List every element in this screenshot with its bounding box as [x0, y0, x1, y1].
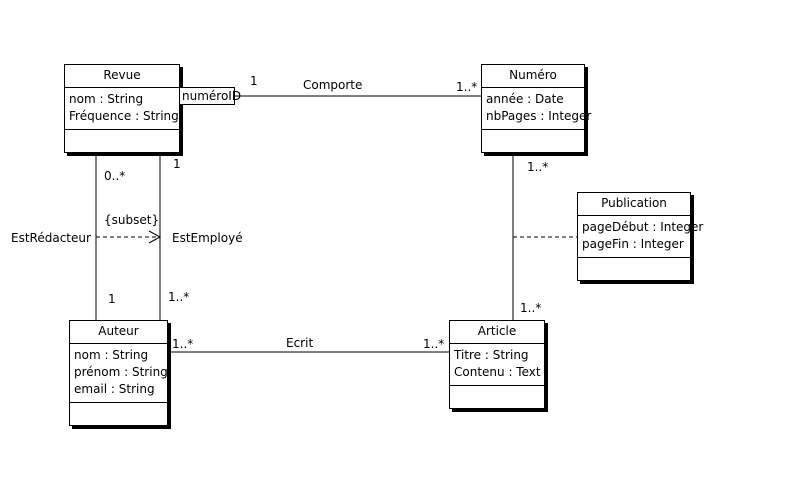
attribute: nom : String [74, 348, 149, 362]
est-employe-label: EstEmployé [172, 231, 243, 245]
est-redacteur-mult-revue: 0..* [104, 169, 126, 183]
class-article-name: Article [450, 321, 544, 344]
est-redacteur-mult-auteur: 1 [108, 292, 116, 306]
attribute: Contenu : Text [454, 365, 541, 379]
subset-arrowhead [148, 230, 162, 244]
est-redacteur-label: EstRédacteur [11, 231, 91, 245]
class-publication-attributes: pageDébut : Integer pageFin : Integer [578, 216, 704, 258]
comporte-label: Comporte [303, 78, 363, 92]
class-auteur[interactable]: Auteur nom : String prénom : String emai… [69, 320, 168, 426]
comporte-mult-revue: 1 [250, 74, 258, 88]
ecrit-label: Ecrit [286, 336, 314, 350]
class-article-attributes: Titre : String Contenu : Text [450, 344, 544, 386]
class-auteur-attributes: nom : String prénom : String email : Str… [70, 344, 168, 403]
comporte-mult-numero: 1..* [456, 80, 478, 94]
class-revue-attributes: nom : String Fréquence : String [65, 88, 179, 130]
class-numero[interactable]: Numéro année : Date nbPages : Integer [481, 64, 592, 153]
est-employe-mult-revue: 1 [173, 157, 181, 171]
ecrit-mult-auteur: 1..* [172, 337, 194, 351]
attribute: Fréquence : String [69, 109, 179, 123]
class-auteur-name: Auteur [70, 321, 167, 344]
attribute: prénom : String [74, 365, 168, 379]
qualifier-numero-id: numéroID [179, 87, 241, 105]
attribute: Titre : String [454, 348, 529, 362]
attribute: email : String [74, 382, 155, 396]
subset-constraint: {subset} [104, 213, 160, 227]
class-publication[interactable]: Publication pageDébut : Integer pageFin … [577, 192, 704, 281]
ecrit-mult-article: 1..* [423, 337, 445, 351]
class-revue-name: Revue [65, 65, 179, 88]
attribute: pageDébut : Integer [582, 220, 704, 234]
attribute: nom : String [69, 92, 144, 106]
class-revue[interactable]: Revue nom : String Fréquence : String [64, 64, 180, 153]
class-numero-name: Numéro [482, 65, 584, 88]
numero-article-mult-numero: 1..* [527, 160, 549, 174]
class-numero-attributes: année : Date nbPages : Integer [482, 88, 592, 130]
numero-article-mult-article: 1..* [520, 301, 542, 315]
attribute: nbPages : Integer [486, 109, 592, 123]
class-article[interactable]: Article Titre : String Contenu : Text [449, 320, 545, 409]
class-publication-name: Publication [578, 193, 690, 216]
est-employe-mult-auteur: 1..* [168, 290, 190, 304]
attribute: pageFin : Integer [582, 237, 684, 251]
attribute: année : Date [486, 92, 564, 106]
